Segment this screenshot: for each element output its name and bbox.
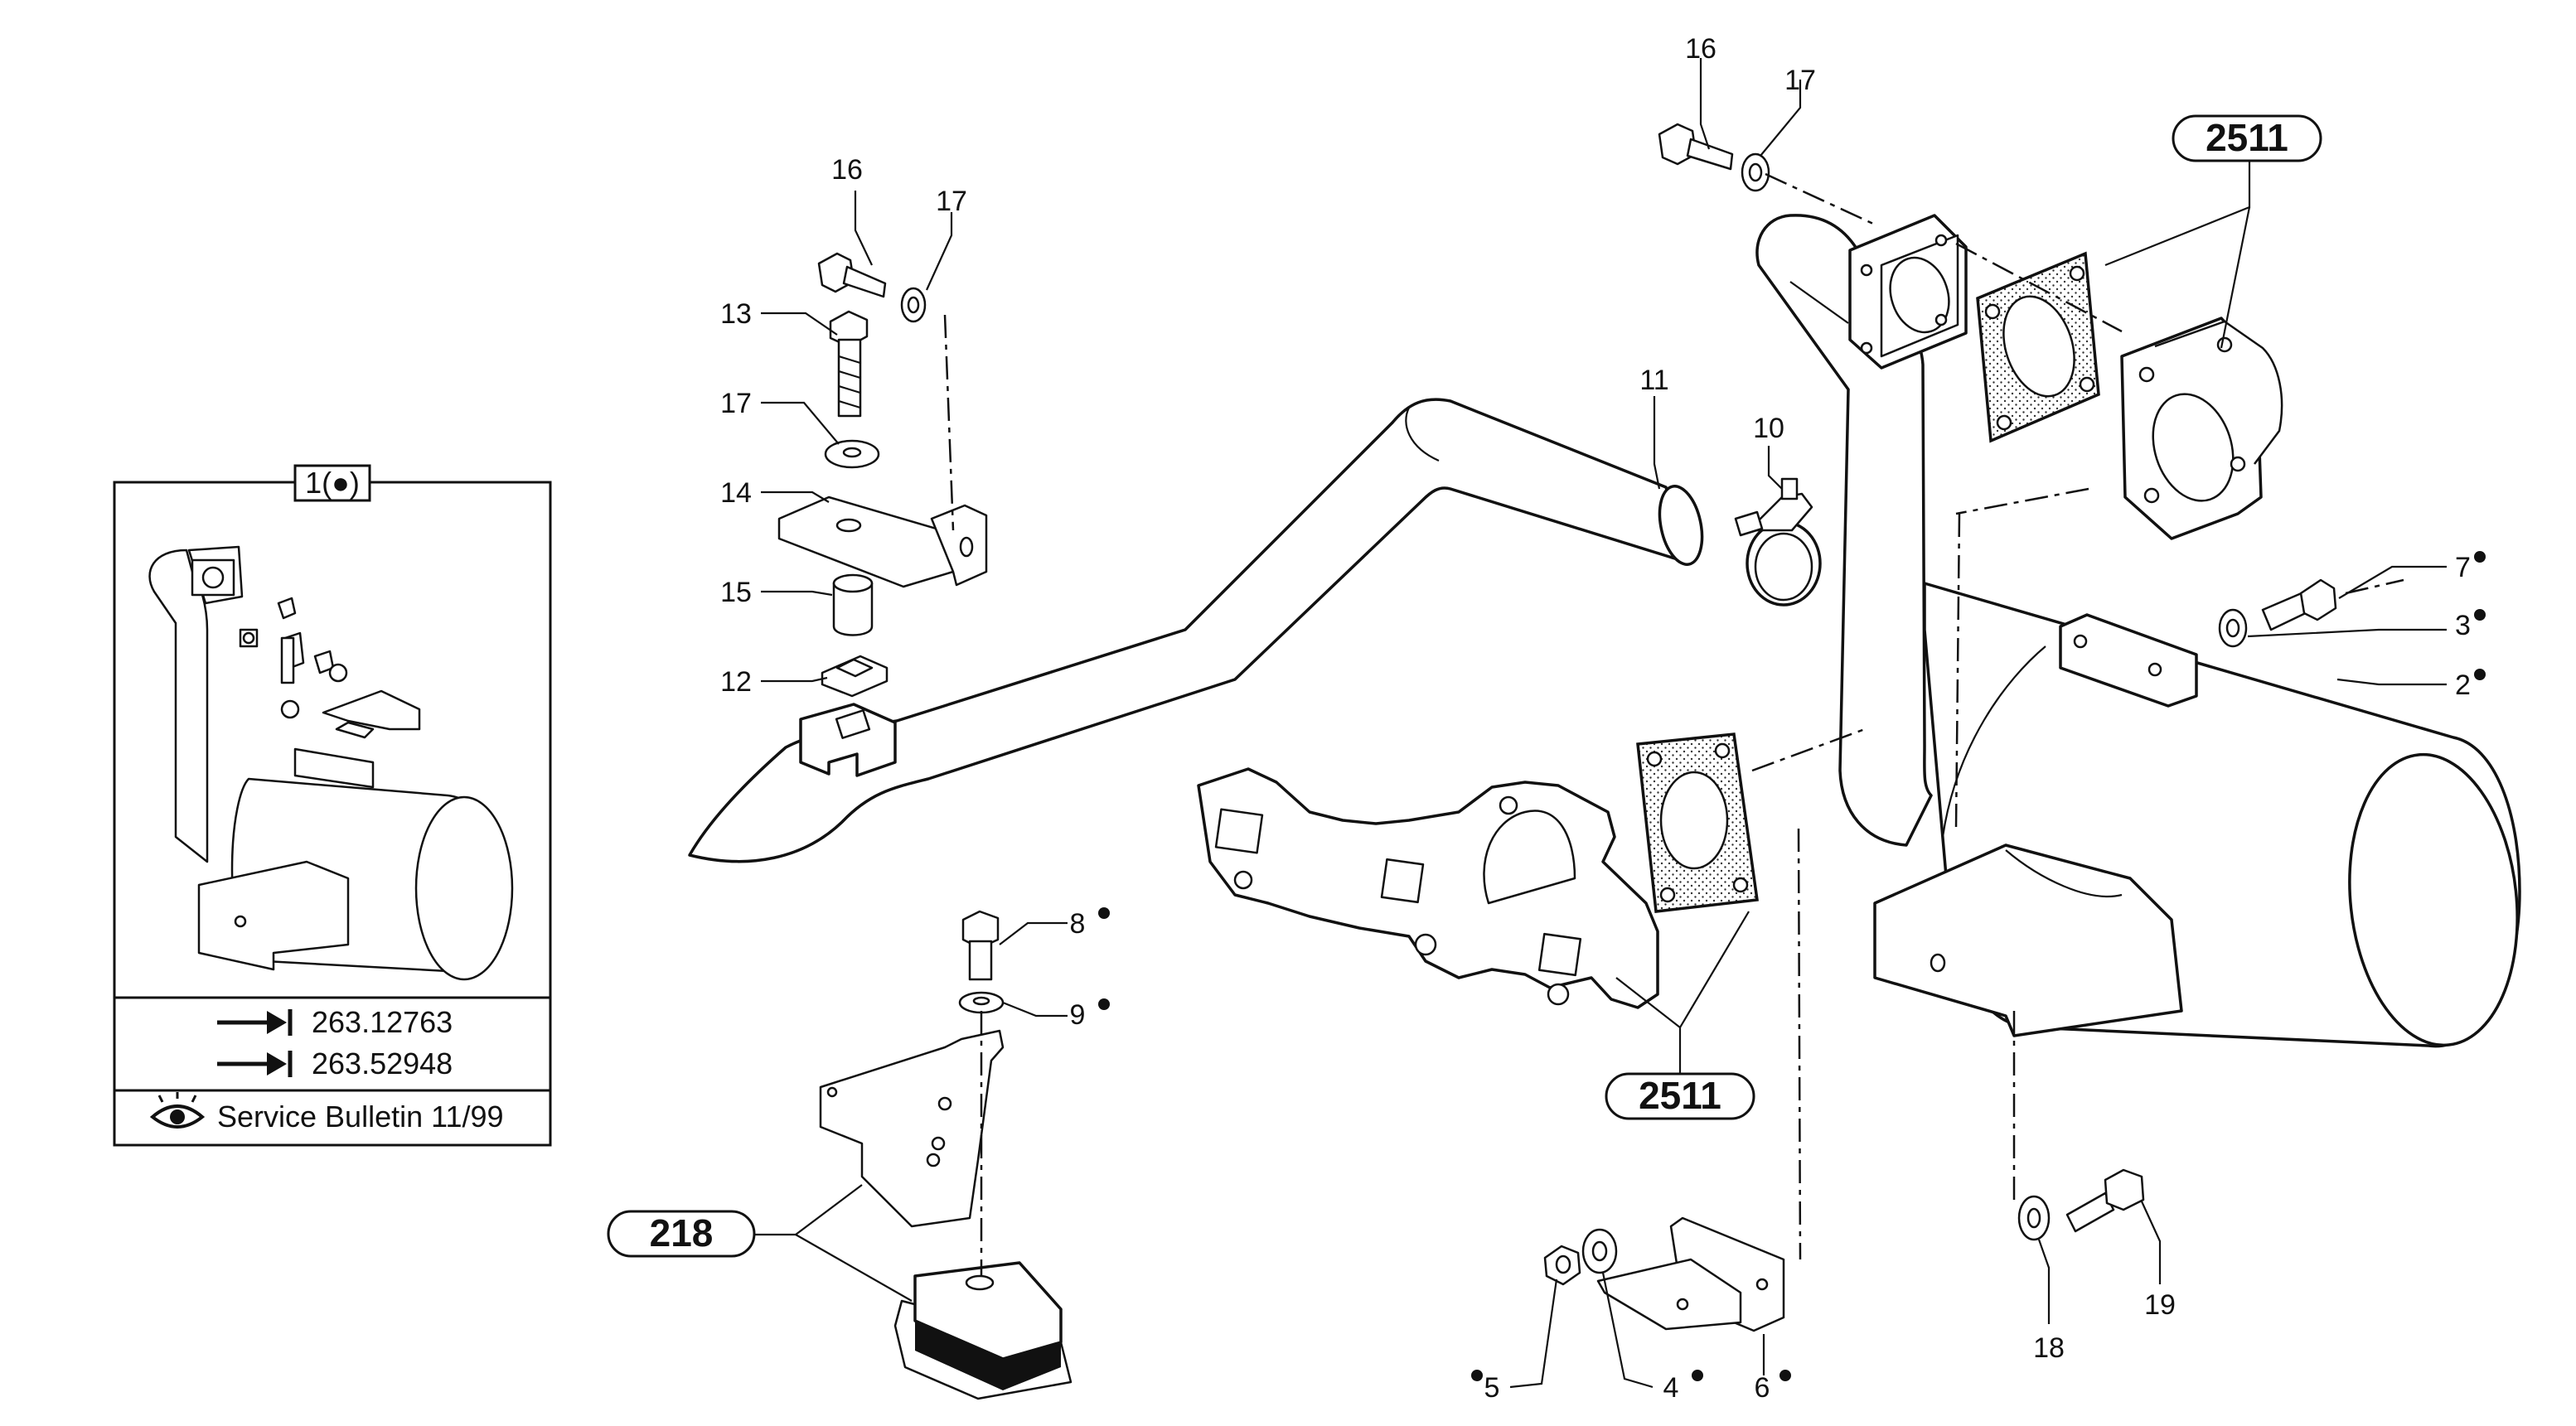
service-bulletin: Service Bulletin 11/99 <box>217 1100 504 1134</box>
callout-17: 17 <box>936 186 967 217</box>
serial-row-2: 263.52948 <box>217 1047 453 1080</box>
ref-218-leader <box>795 1234 913 1302</box>
callout-7: 7 <box>2455 552 2471 583</box>
callout-5: 5 <box>1484 1372 1500 1404</box>
hose-clamp-10 <box>1734 477 1822 607</box>
variant-header: 1(●) <box>305 466 360 500</box>
downpipe <box>1755 214 1968 847</box>
callout-11: 11 <box>1639 365 1668 396</box>
eye-icon <box>149 1092 206 1129</box>
bolt-7 <box>2261 578 2337 631</box>
variant-box: 1(●) <box>113 464 552 1147</box>
ref-pill-2511-bottom[interactable]: 2511 <box>1605 1072 1755 1120</box>
callout-16: 16 <box>831 154 863 186</box>
callout-13: 13 <box>720 298 752 330</box>
callout-19: 19 <box>2144 1289 2176 1321</box>
ref-pill-2511-top[interactable]: 2511 <box>2172 114 2322 162</box>
callout-8: 8 <box>1070 908 1086 940</box>
callout-2: 2 <box>2455 669 2471 701</box>
variant-header-box <box>293 464 371 502</box>
callout-4: 4 <box>1663 1372 1679 1404</box>
upper-gasket <box>1976 251 2100 443</box>
variant-dots <box>1098 551 2486 1381</box>
mounting-bracket-218 <box>819 1029 1005 1228</box>
callout-6: 6 <box>1755 1372 1770 1404</box>
callout-9: 9 <box>1070 999 1086 1031</box>
callout-12: 12 <box>720 666 752 698</box>
spacer-15 <box>832 573 874 636</box>
bolt-16-right <box>1658 123 1734 171</box>
callout-14: 14 <box>720 477 752 509</box>
ref-218-leader <box>754 1184 863 1236</box>
ref-2511-top-label: 2511 <box>2206 116 2288 159</box>
exhaust-elbow <box>2120 317 2283 540</box>
arrow-bar-icon <box>217 1009 293 1036</box>
callout-18: 18 <box>2033 1332 2065 1364</box>
serial-number-1: 263.12763 <box>312 1005 453 1039</box>
callout-17: 17 <box>1784 65 1816 96</box>
bracket-6 <box>1596 1216 1785 1332</box>
clip-12 <box>821 655 889 698</box>
bracket-14 <box>777 495 988 588</box>
tailpipe-bracket-hardware <box>777 252 988 698</box>
ref-2511-bottom-label: 2511 <box>1639 1074 1721 1117</box>
ref-2511-bottom-leader <box>1679 911 1750 1028</box>
serial-number-2: 263.52948 <box>312 1047 453 1080</box>
assembly-lines <box>943 172 2404 1276</box>
ref-pill-218[interactable]: 218 <box>607 1210 756 1258</box>
bolt-13 <box>829 310 869 418</box>
ref-2511-top-leader <box>2104 161 2251 267</box>
muffler-2 <box>1873 582 2521 1048</box>
variant-mini-exhaust-illustration <box>148 545 514 981</box>
exhaust-manifold <box>1197 767 1659 1009</box>
callout-10: 10 <box>1753 413 1784 444</box>
ref-218-label: 218 <box>650 1211 714 1254</box>
ref-2511-top-leader <box>2220 206 2251 349</box>
leader-lines <box>761 58 2447 1389</box>
nut-5 <box>1543 1245 1581 1286</box>
callout-3: 3 <box>2455 610 2471 641</box>
bulletin-row: Service Bulletin 11/99 <box>149 1092 504 1134</box>
callout-17: 17 <box>720 388 752 419</box>
callout-16: 16 <box>1685 33 1717 65</box>
lower-gasket <box>1636 732 1759 913</box>
rubber-mount <box>893 1261 1073 1400</box>
callout-15: 15 <box>720 577 752 608</box>
bolt-19 <box>2065 1168 2145 1233</box>
serial-row-1: 263.12763 <box>217 1005 453 1039</box>
tailpipe-11 <box>688 398 1704 863</box>
bolt-16-left <box>817 252 887 298</box>
arrow-bar-icon <box>217 1051 293 1077</box>
callout-numbers: 16 17 13 17 14 15 12 11 10 16 17 7 3 2 8… <box>720 33 2471 1404</box>
bolt-8 <box>961 910 1000 981</box>
